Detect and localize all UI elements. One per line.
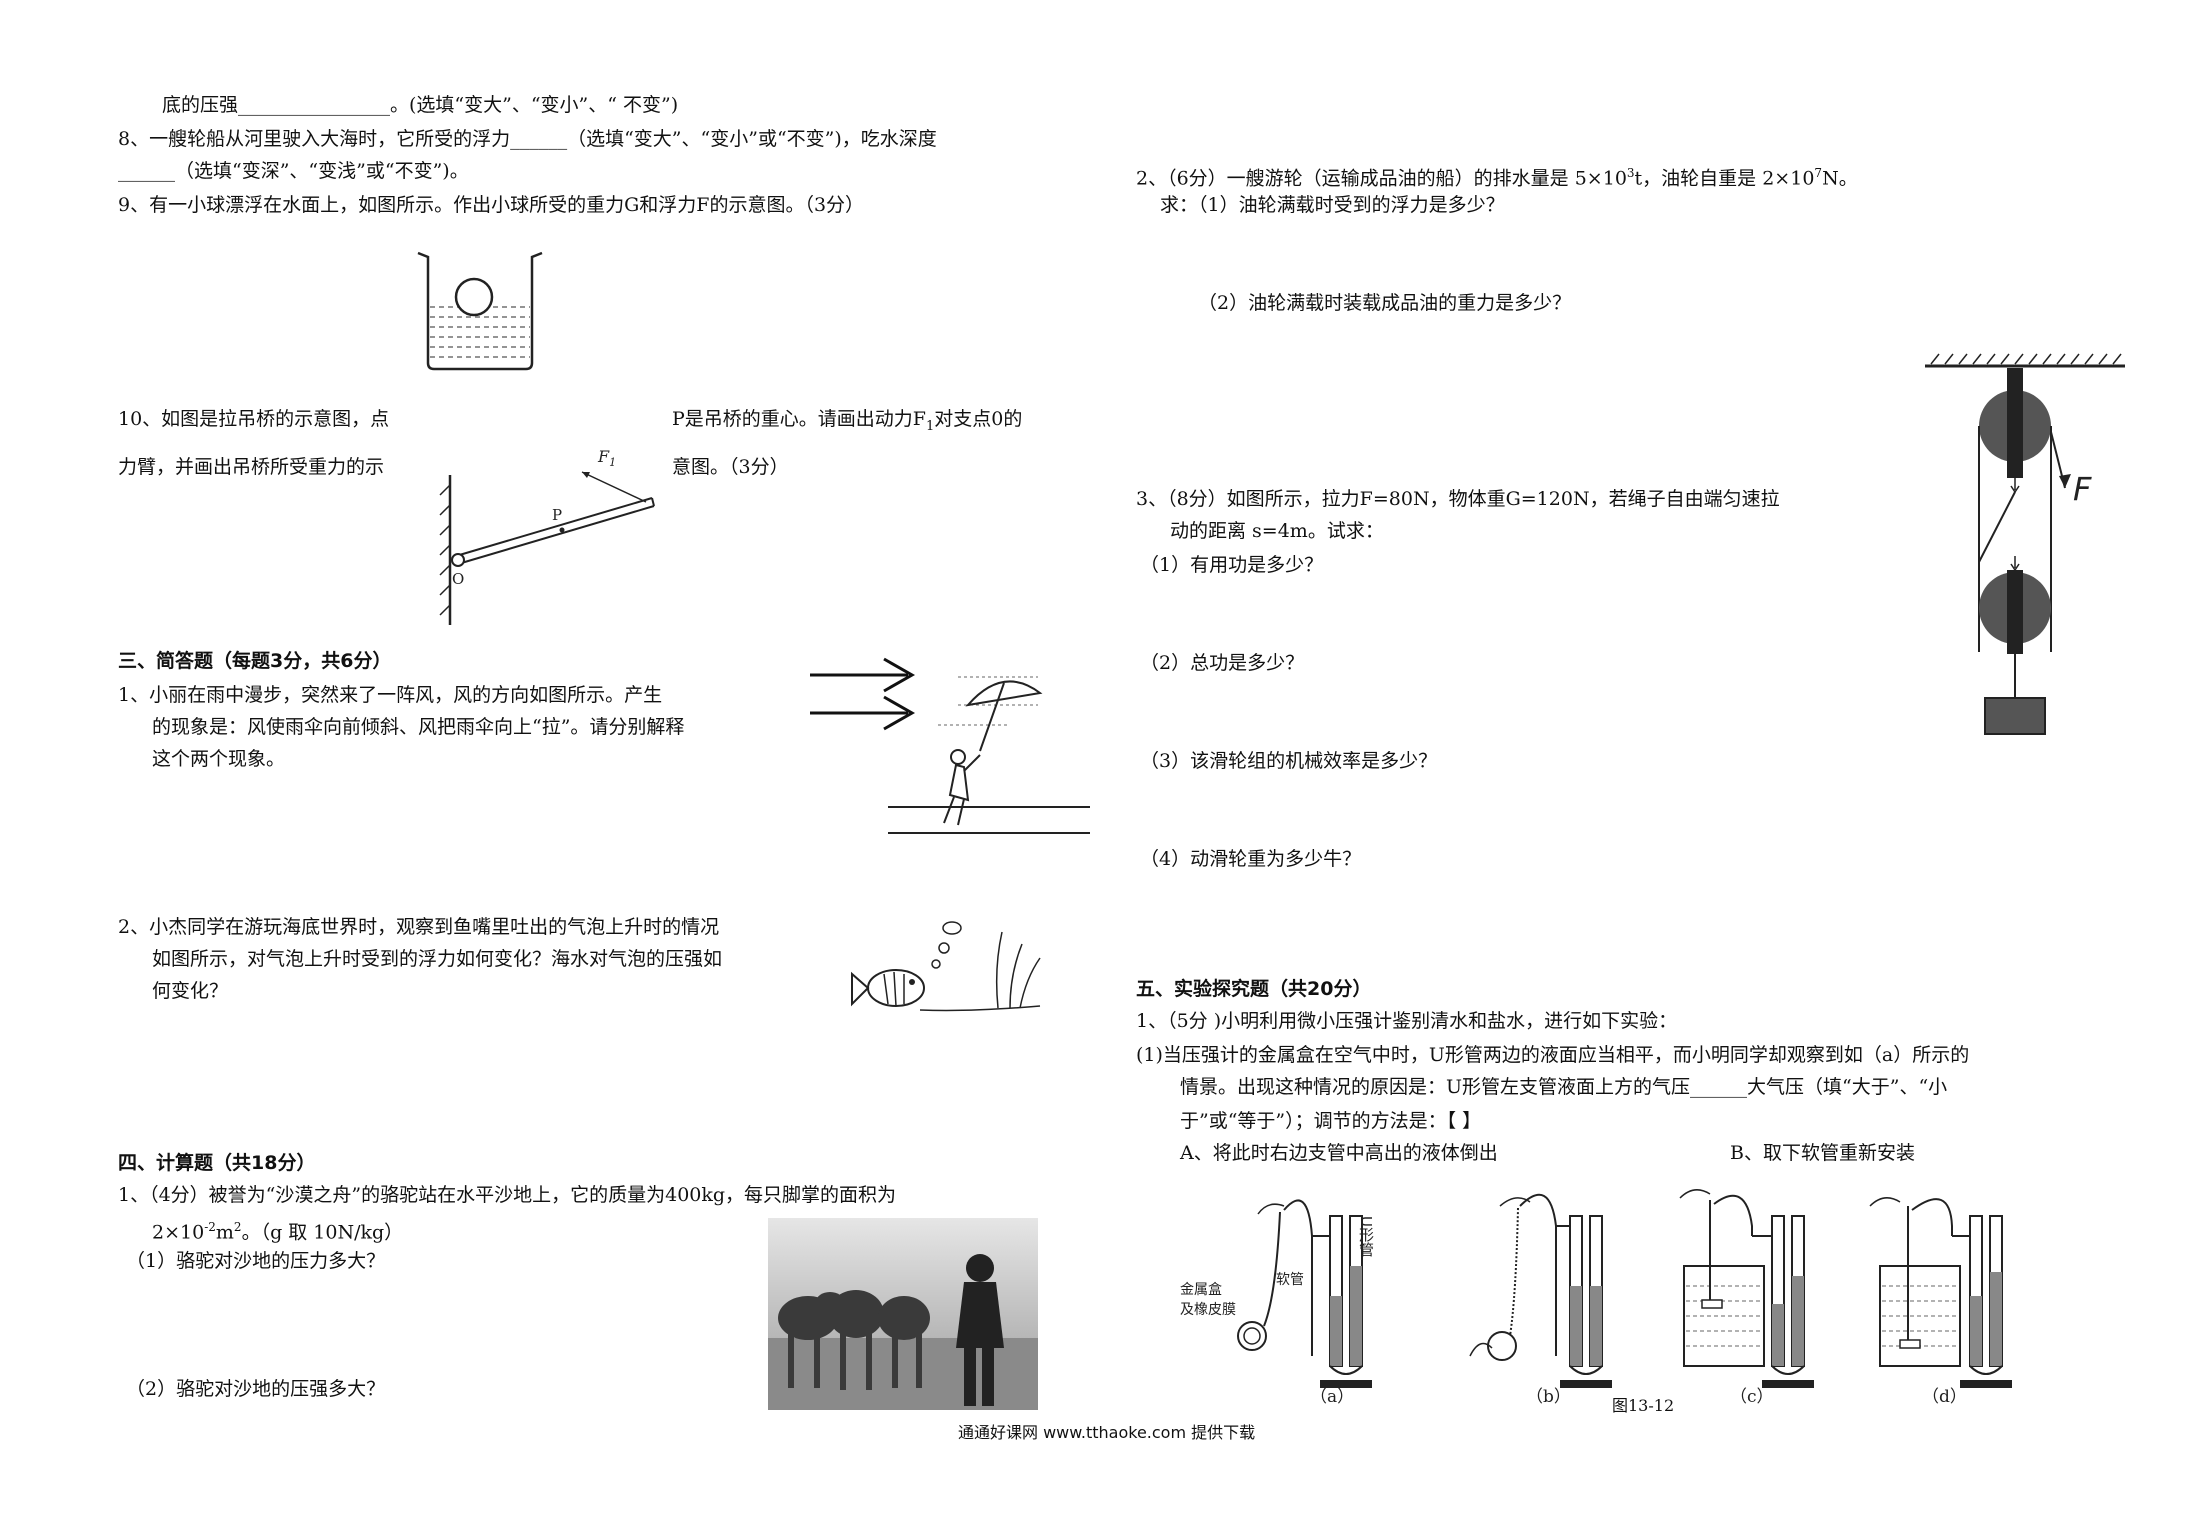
r-q3-line1: 3、（8分）如图所示，拉力F=80N，物体重G=120N，若绳子自由端匀速拉: [1136, 488, 1780, 510]
force-f-label: F: [2073, 470, 2092, 508]
s5-line3: 情景。出现这种情况的原因是：U形管左支管液面上方的气压______大气压（填“大…: [1180, 1076, 1948, 1098]
r-q3-line2: 动的距离 s=4m。试求：: [1170, 520, 1384, 542]
r-q2-line3: （2）油轮满载时装载成品油的重力是多少？: [1198, 292, 1572, 314]
s4-q1-line1: 1、（4分）被誉为“沙漠之舟”的骆驼站在水平沙地上，它的质量为400kg，每只脚…: [118, 1184, 897, 1206]
s5-line2: (1)当压强计的金属盒在空气中时，U形管两边的液面应当相平，而小明同学却观察到如…: [1136, 1044, 1970, 1066]
q8-line1: 8、一艘轮船从河里驶入大海时，它所受的浮力______（选填“变大”、“变小”或…: [118, 128, 937, 150]
pulley-system-figure: F: [1925, 353, 2125, 735]
s5-option-a: A、将此时右边支管中高出的液体倒出: [1180, 1142, 1498, 1164]
q10-right-line1: P是吊桥的重心。请画出动力F1对支点0的: [672, 408, 1023, 434]
gauge-figure-b: [1469, 1193, 1612, 1388]
footer-source: 通通好课网 www.tthaoke.com 提供下载: [958, 1423, 1256, 1442]
label-b: （b）: [1526, 1387, 1571, 1406]
section3-title: 三、简答题（每题3分，共6分）: [118, 650, 392, 672]
s5-option-b: B、取下软管重新安装: [1730, 1142, 1915, 1164]
section4-title: 四、计算题（共18分）: [118, 1152, 316, 1174]
s4-q1-line2: 2×10-2m2。（g 取 10N/kg）: [152, 1220, 404, 1244]
label-u-tube: U形管: [1357, 1216, 1375, 1257]
s5-line1: 1、（5分 )小明利用微小压强计鉴别清水和盐水，进行如下实验：: [1136, 1010, 1678, 1032]
label-metal-box-1: 金属盒: [1180, 1281, 1222, 1298]
s3-q2-line3: 何变化？: [152, 980, 229, 1002]
s3-q2-line2: 如图所示，对气泡上升时受到的浮力如何变化？海水对气泡的压强如: [152, 948, 723, 970]
p-label: P: [552, 506, 562, 524]
fish-bubble-figure: [851, 921, 1041, 1012]
s5-line4: 于”或“等于”）；调节的方法是：【 】: [1180, 1110, 1482, 1132]
gauge-figure-a: [1237, 1199, 1372, 1388]
r-q3-sub3: （3）该滑轮组的机械效率是多少？: [1140, 750, 1438, 772]
s4-q1-sub2: （2）骆驼对沙地的压强多大？: [126, 1378, 386, 1400]
s3-q2-line1: 2、小杰同学在游玩海底世界时，观察到鱼嘴里吐出的气泡上升时的情况: [118, 916, 720, 938]
q10-left-line2: 力臂，并画出吊桥所受重力的示: [118, 456, 385, 478]
q9-text: 9、有一小球漂浮在水面上，如图所示。作出小球所受的重力G和浮力F的示意图。（3分…: [118, 194, 865, 216]
label-hose: 软管: [1276, 1272, 1304, 1288]
umbrella-wind-figure: [810, 657, 1090, 834]
q10-right-line2: 意图。（3分）: [672, 456, 789, 478]
q10-left-line1: 10、如图是拉吊桥的示意图，点: [118, 408, 390, 430]
label-d: （d）: [1922, 1387, 1967, 1406]
s4-q1-sub1: （1）骆驼对沙地的压力多大？: [126, 1250, 386, 1272]
pressure-gauge-figures: U形管 软管 金属盒 及橡皮膜 （a） （b）: [1180, 1189, 2012, 1406]
s3-q1-line3: 这个两个现象。: [152, 748, 286, 770]
figure-number: 图13-12: [1612, 1396, 1675, 1415]
gauge-figure-d: [1869, 1197, 2012, 1388]
r-q2-line2: 求：（1）油轮满载时受到的浮力是多少？: [1160, 194, 1505, 216]
gauge-figure-c: [1679, 1189, 1814, 1388]
drawbridge-figure: F1 P O: [439, 447, 655, 625]
r-q3-sub4: （4）动滑轮重为多少牛？: [1140, 848, 1362, 870]
f1-label: F1: [597, 447, 616, 469]
q8-line2: ______（选填“变深”、“变浅”或“不变”)。: [118, 160, 469, 182]
camel-photo: [768, 1218, 1038, 1410]
label-metal-box-2: 及橡皮膜: [1180, 1302, 1236, 1318]
label-c: （c）: [1730, 1387, 1774, 1406]
r-q2-line1: 2、（6分）一艘游轮（运输成品油的船）的排水量是 5×103t，油轮自重是 2×…: [1136, 166, 1858, 190]
o-label: O: [452, 570, 464, 588]
s3-q1-line1: 1、小丽在雨中漫步，突然来了一阵风，风的方向如图所示。产生: [118, 684, 663, 706]
beaker-ball-figure: [417, 251, 543, 371]
q7-tail: 底的压强________________。(选填“变大”、“变小”、“ 不变”): [162, 94, 679, 116]
r-q3-sub1: （1）有用功是多少？: [1140, 554, 1324, 576]
label-a: （a）: [1310, 1387, 1354, 1406]
section5-title: 五、实验探究题（共20分）: [1136, 978, 1372, 1000]
r-q3-sub2: （2）总功是多少？: [1140, 652, 1305, 674]
s3-q1-line2: 的现象是：风使雨伞向前倾斜、风把雨伞向上“拉”。请分别解释: [152, 716, 685, 738]
